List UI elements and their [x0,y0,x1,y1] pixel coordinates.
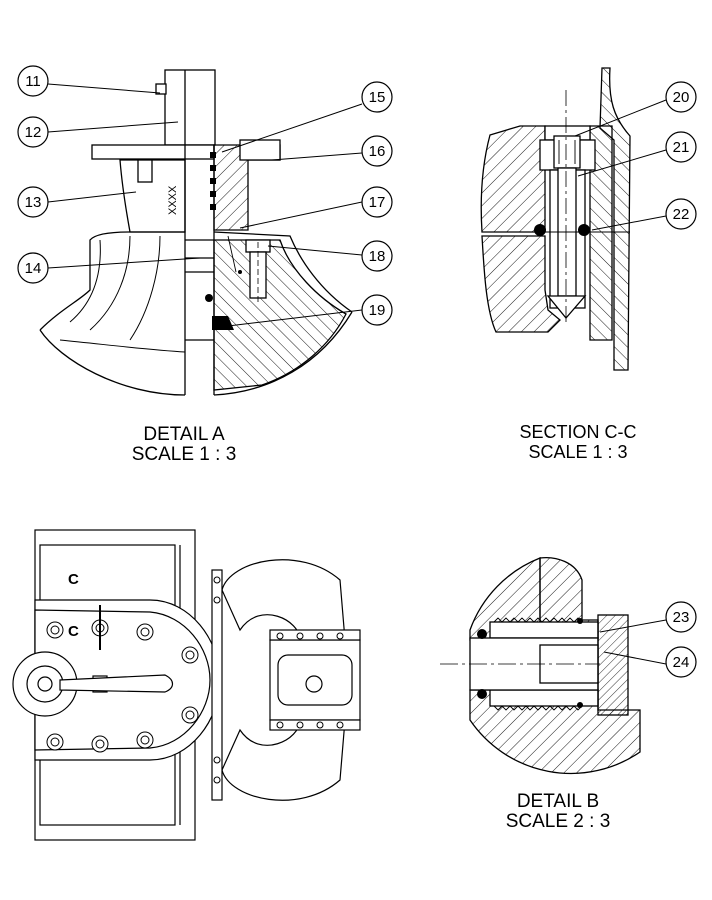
section-cc-drawing [480,67,631,371]
balloon-11: 11 [25,73,41,90]
detail-b-title: DETAIL B [516,791,600,812]
balloon-15: 15 [369,89,386,106]
detail-b-drawing [440,556,641,775]
detail-a-leaders [47,83,363,327]
detail-a-title: DETAIL A [143,424,225,445]
balloon-20: 20 [673,89,690,106]
detail-a-scale: SCALE 1 : 3 [131,444,237,465]
section-cc-caption: SECTION C-C SCALE 1 : 3 [488,422,668,462]
section-letter-lower: C [68,623,79,640]
balloon-labels: 11 12 13 14 15 16 17 18 19 20 21 22 23 2… [25,73,690,671]
bolt-pattern [46,576,344,784]
detail-a-caption: DETAIL A SCALE 1 : 3 [104,425,264,465]
balloon-19: 19 [369,302,386,319]
balloon-16: 16 [369,143,386,160]
balloon-18: 18 [369,248,386,265]
balloon-14: 14 [25,260,42,277]
detail-b-caption: DETAIL B SCALE 2 : 3 [478,792,638,832]
balloon-13: 13 [25,194,42,211]
part-marking-text: XXXX [167,185,179,215]
section-cc-title: SECTION C-C [519,422,637,442]
detail-a-drawing [39,69,353,396]
section-cc-scale: SCALE 1 : 3 [528,442,628,462]
balloon-22: 22 [673,206,690,223]
balloon-callouts [17,65,697,678]
section-cc-leaders [574,99,667,231]
detail-b-leaders [599,619,667,665]
balloon-17: 17 [369,194,386,211]
balloon-24: 24 [673,654,690,671]
section-letter-upper: C [68,571,79,588]
detail-b-scale: SCALE 2 : 3 [505,811,611,832]
balloon-21: 21 [673,139,690,156]
valve-assembly-view [12,529,361,841]
balloon-12: 12 [25,124,42,141]
balloon-23: 23 [673,609,690,626]
